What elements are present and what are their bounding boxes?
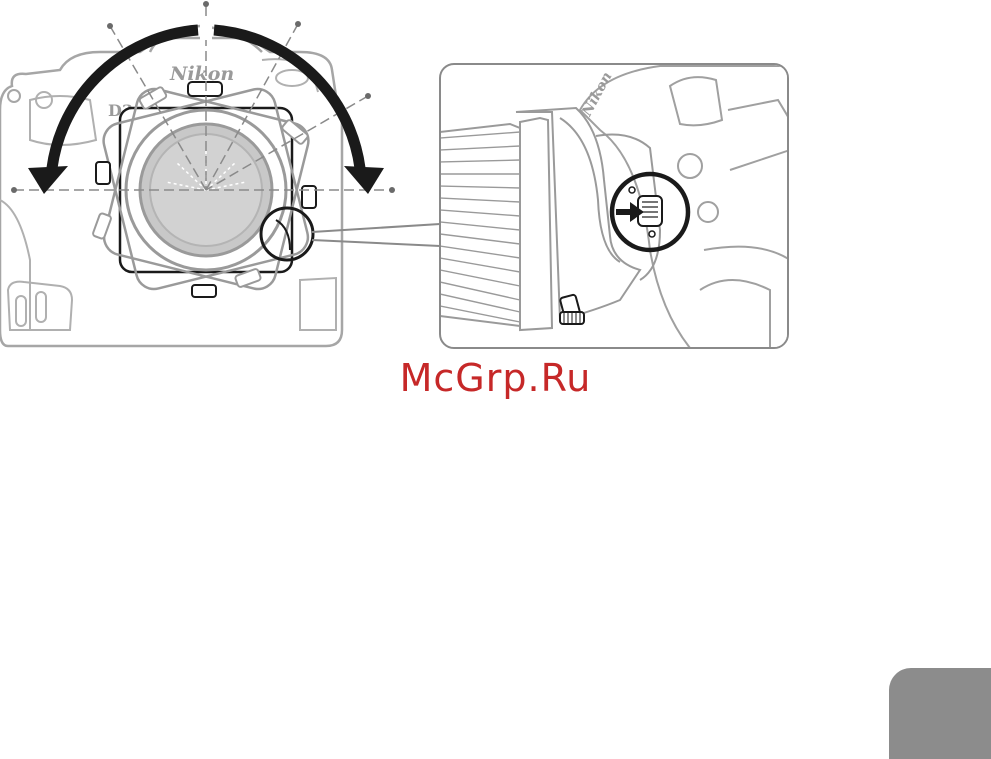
lens-rotation-figure: Nikon D3 bbox=[0, 0, 991, 360]
page-section-tab bbox=[889, 668, 991, 759]
watermark-text: McGrp.Ru bbox=[0, 356, 991, 400]
camera-front-illustration: Nikon D3 bbox=[0, 1, 395, 346]
release-detail-inset: Nikon bbox=[430, 64, 790, 348]
